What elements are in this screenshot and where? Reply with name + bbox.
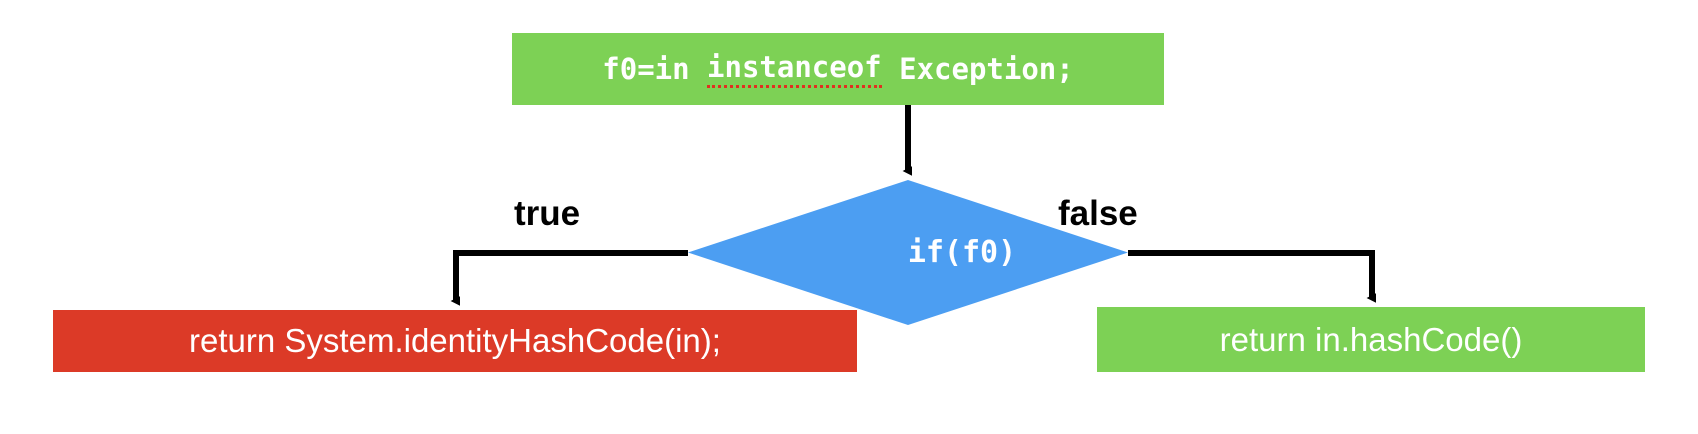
node-decision-if-f0[interactable]: if(f0) xyxy=(688,180,1128,325)
code-text-after: Exception; xyxy=(881,52,1074,86)
node-condition-assign[interactable]: f0=in instanceof Exception; xyxy=(512,33,1164,105)
node-return-identity-hashcode[interactable]: return System.identityHashCode(in); xyxy=(53,310,857,372)
node-decision-label: if(f0) xyxy=(907,235,1017,270)
edge-label-false: false xyxy=(1058,194,1138,233)
code-text-before: f0=in xyxy=(602,52,708,86)
edge-label-true: true xyxy=(514,194,581,233)
code-text-instanceof-misspelled: instanceof xyxy=(707,50,882,88)
edge-true-branch xyxy=(450,250,688,306)
node-return-hashcode[interactable]: return in.hashCode() xyxy=(1097,307,1645,372)
edge-false-branch xyxy=(1128,250,1376,303)
